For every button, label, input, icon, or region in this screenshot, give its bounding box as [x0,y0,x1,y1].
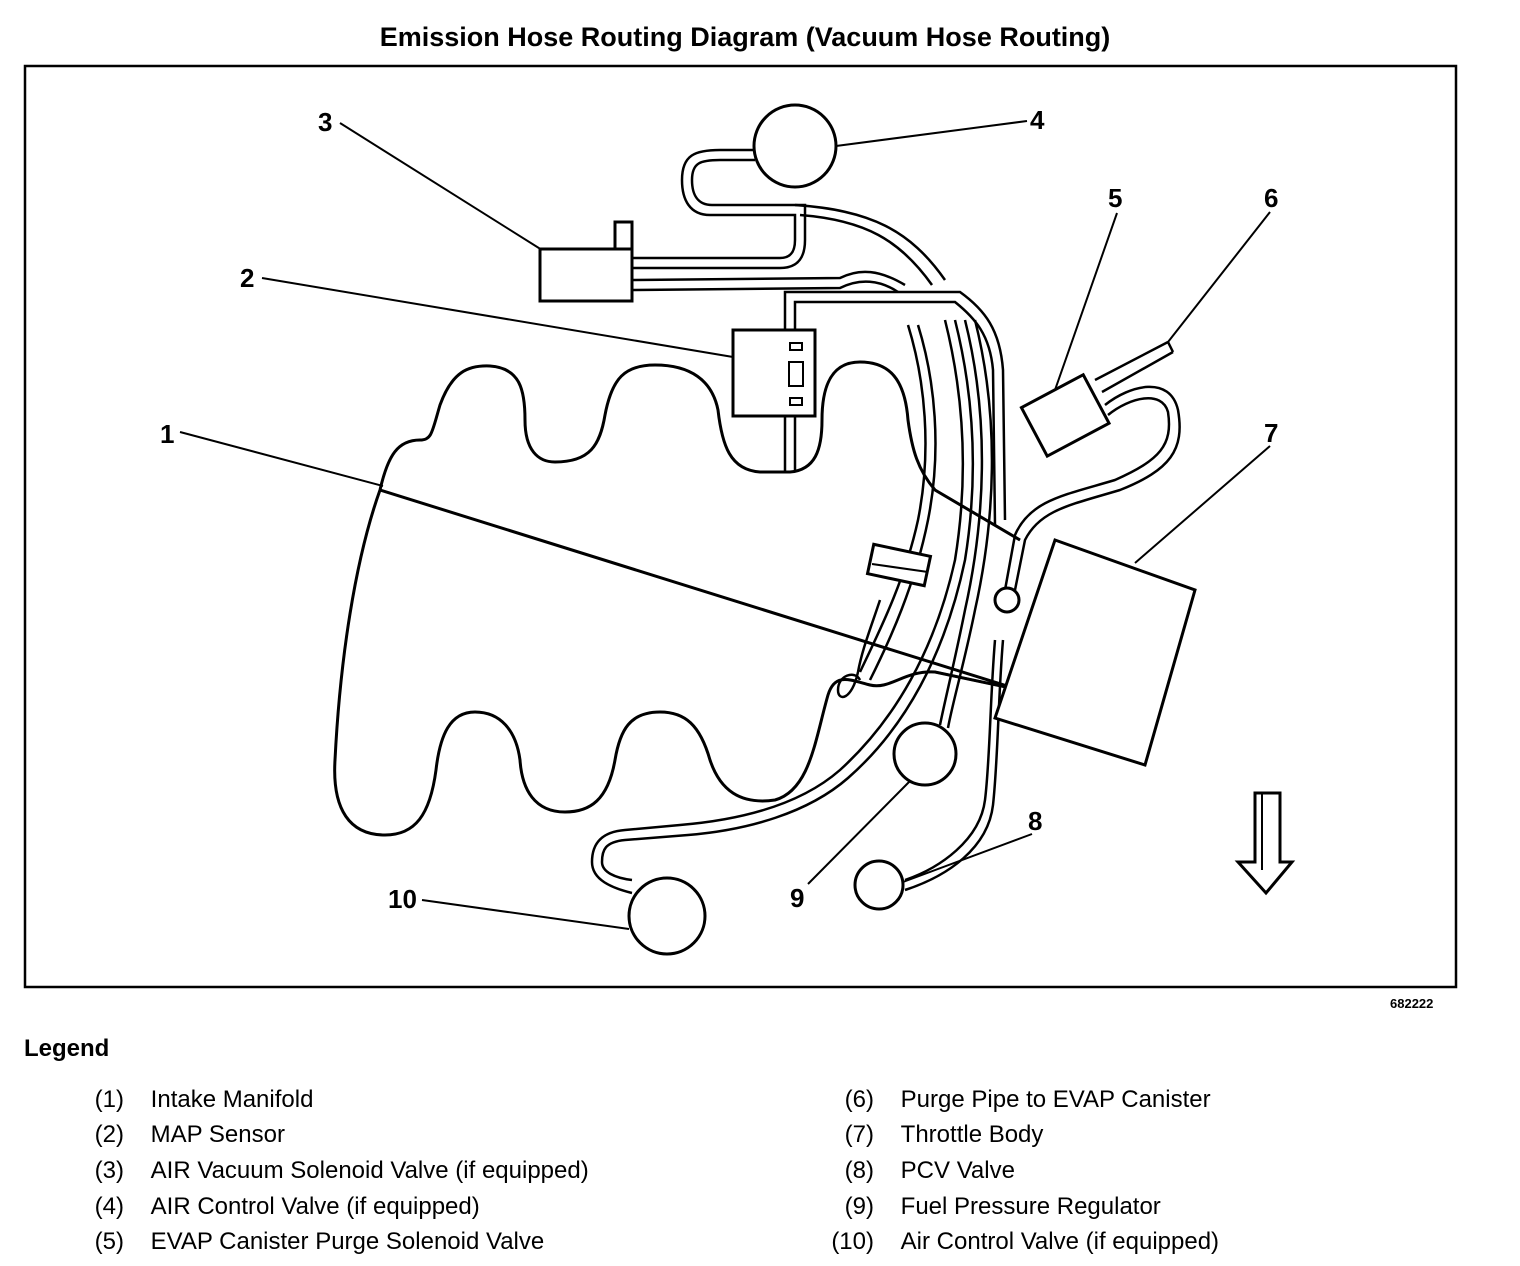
legend-item-3: (3) AIR Vacuum Solenoid Valve (if equipp… [70,1157,589,1185]
legend-num: (5) [94,1228,124,1255]
legend-item-1: (1) Intake Manifold [70,1086,314,1114]
legend-item-9: (9) Fuel Pressure Regulator [810,1193,1161,1221]
hose-air-valve-down [794,203,947,286]
solenoid-connector [613,220,634,251]
legend-item-7: (7) Throttle Body [810,1121,1044,1149]
legend-item-10: (10) Air Control Valve (if equipped) [810,1228,1219,1256]
legend-text: Air Control Valve (if equipped) [900,1228,1220,1255]
legend-num: (2) [94,1121,124,1148]
legend-text: MAP Sensor [150,1121,285,1148]
legend-text: EVAP Canister Purge Solenoid Valve [150,1228,545,1255]
legend-num: (1) [94,1086,124,1113]
callout-6: 6 [1264,183,1278,213]
legend-num: (9) [844,1193,874,1220]
legend-text: Purge Pipe to EVAP Canister [900,1086,1211,1113]
callout-3: 3 [318,107,332,137]
leader-6 [1167,211,1271,343]
legend-text: AIR Control Valve (if equipped) [150,1193,480,1220]
leader-10 [421,899,630,930]
map-sensor-window [788,361,804,387]
evap-purge-solenoid [1019,372,1112,459]
callout-5: 5 [1108,183,1122,213]
intake-manifold [333,360,1021,837]
front-direction-arrow [1234,791,1296,896]
callout-1: 1 [160,419,174,449]
leader-4 [835,120,1028,147]
figure-id: 682222 [1390,996,1434,1011]
legend-num: (6) [844,1086,874,1113]
pcv-valve [853,859,905,911]
legend-item-2: (2) MAP Sensor [70,1121,285,1149]
legend-num: (3) [94,1157,124,1184]
hose-solenoid-to-air-valve [632,148,797,260]
hose-solenoid-to-air-valve-inner [632,158,807,270]
hose-solenoid-right [631,270,906,294]
legend-text: PCV Valve [900,1157,1015,1184]
map-sensor-port-bottom [789,397,803,406]
diagram-frame [23,64,1458,989]
map-sensor-hose-down [783,416,797,472]
leader-5 [1054,212,1118,391]
vacuum-fitting [993,586,1021,614]
callout-7: 7 [1264,418,1278,448]
leader-8 [902,833,1033,883]
fuel-pressure-regulator [892,721,958,787]
callout-2: 2 [240,263,254,293]
map-sensor-port-top [789,342,803,351]
diagram-title: Emission Hose Routing Diagram (Vacuum Ho… [379,22,1111,52]
legend-num: (10) [831,1228,874,1255]
legend-item-4: (4) AIR Control Valve (if equipped) [70,1193,480,1221]
legend-num: (4) [94,1193,124,1220]
callout-4: 4 [1030,105,1045,135]
leader-9 [807,780,911,885]
callout-10: 10 [388,884,417,914]
purge-pipe [1094,340,1174,394]
leader-2 [261,277,734,358]
hose-bundle-center [590,319,975,895]
leader-7 [1134,445,1271,564]
legend-title: Legend [24,1035,110,1062]
map-sensor-hose-up [783,290,1007,526]
legend-item-6: (6) Purge Pipe to EVAP Canister [810,1086,1211,1114]
legend-item-8: (8) PCV Valve [810,1157,1015,1185]
legend-num: (7) [844,1121,874,1148]
callout-8: 8 [1028,806,1042,836]
hose-clamp-divider [871,563,929,573]
callout-9: 9 [790,883,804,913]
legend-text: Intake Manifold [150,1086,314,1113]
air-vacuum-solenoid-valve [538,247,634,303]
air-control-valve-bottom [627,876,707,956]
legend-text: AIR Vacuum Solenoid Valve (if equipped) [150,1157,589,1184]
throttle-body [993,538,1197,767]
legend-num: (8) [844,1157,874,1184]
hose-to-fuel-regulator [938,319,994,729]
hose-loop [836,599,882,699]
purge-pipe-end [1166,341,1175,353]
leader-1 [179,431,384,487]
legend-text: Fuel Pressure Regulator [900,1193,1161,1220]
legend-text: Throttle Body [900,1121,1044,1148]
leader-lines [179,120,1271,930]
hose-to-pcv [904,639,1005,892]
legend-item-5: (5) EVAP Canister Purge Solenoid Valve [70,1228,545,1256]
air-control-valve-top [752,103,838,189]
leader-3 [339,122,543,251]
hose-purge-solenoid-loop [1003,385,1181,591]
